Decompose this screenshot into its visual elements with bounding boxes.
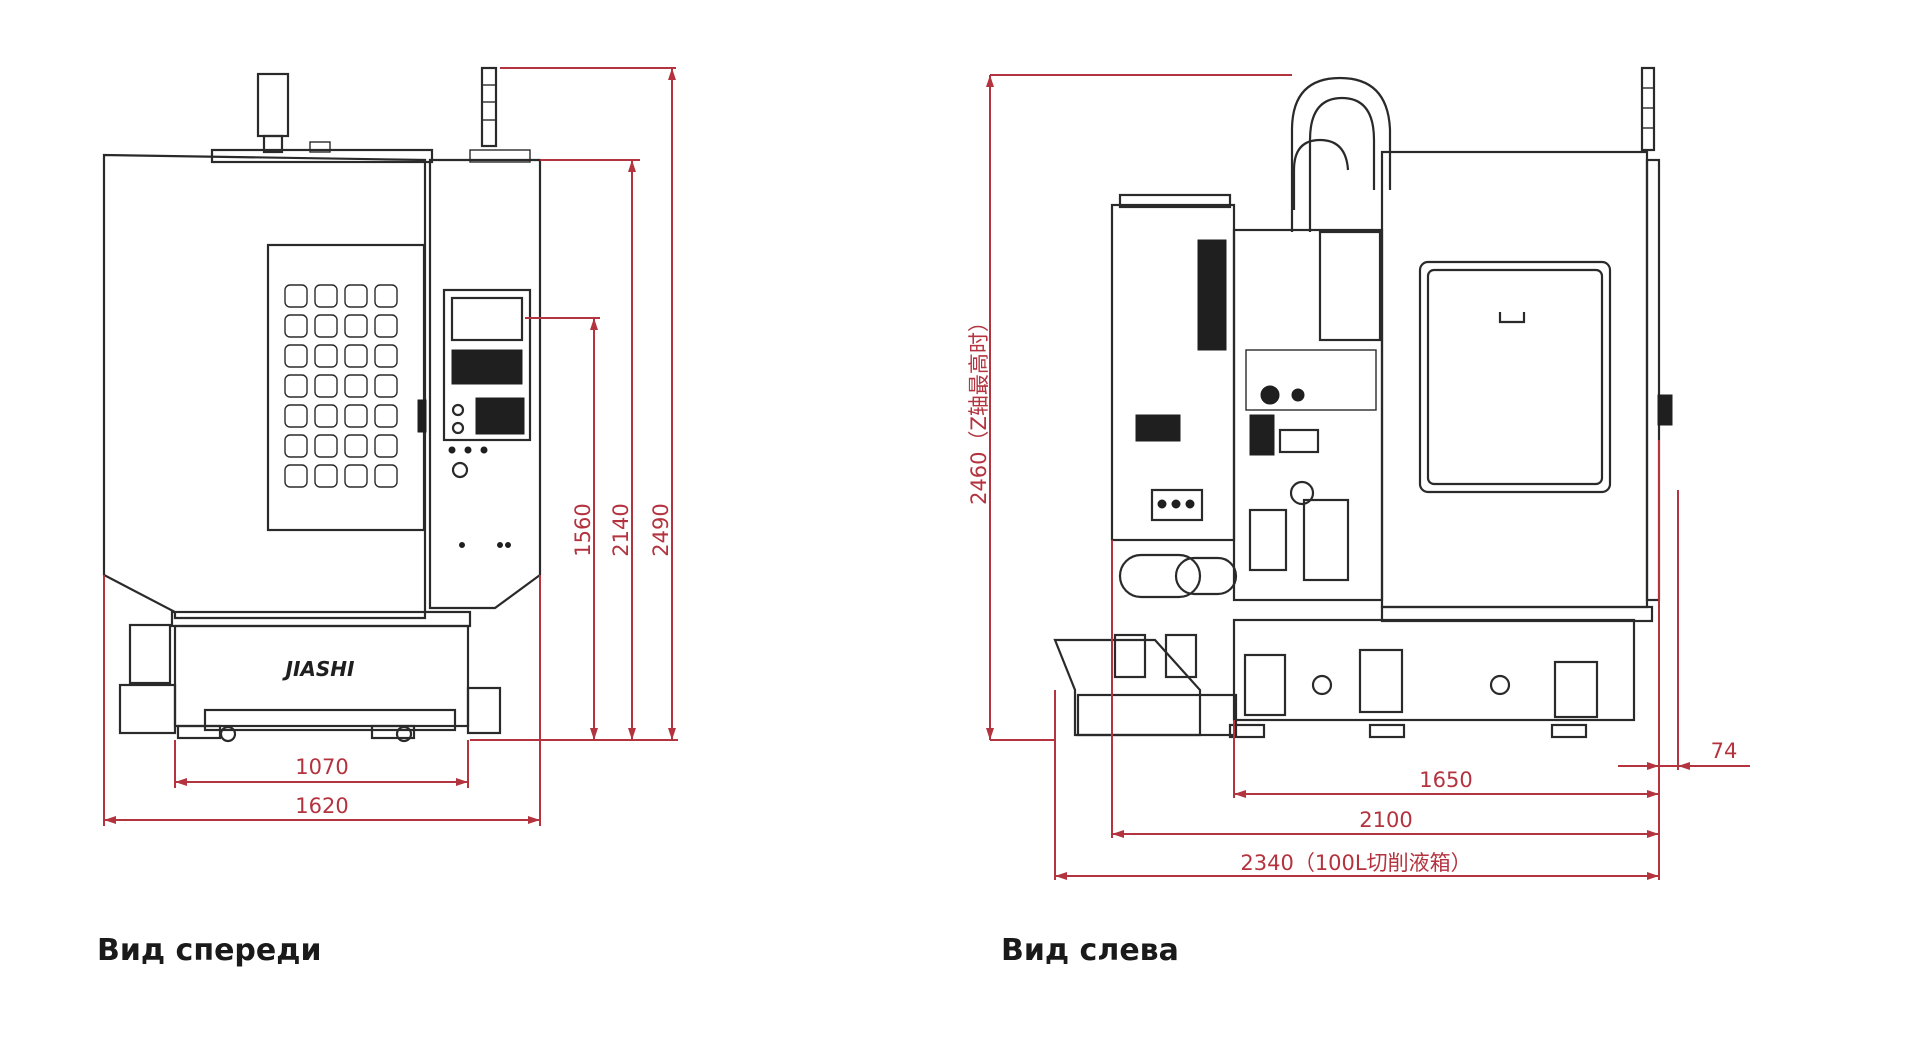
grid-cell (314, 374, 338, 398)
control-screen (450, 296, 524, 342)
door-window (1418, 260, 1612, 494)
grid-cell (284, 404, 308, 428)
grid-cell (284, 284, 308, 308)
vent-slots (1197, 239, 1227, 351)
spindle-motor (1260, 385, 1280, 405)
dim-overall-length: 2340（100L切削液箱） (1240, 851, 1471, 875)
door-window (266, 243, 426, 532)
front-dimension-lines (103, 67, 678, 826)
brand-logo: JIASHI (282, 657, 356, 681)
dim-base-width: 1070 (295, 755, 348, 779)
grid-cell (314, 314, 338, 338)
grid-cell (374, 434, 398, 458)
grid-cell (344, 464, 368, 488)
front-view-drawing: JIASHI 1070 1620 1560 2140 2490 Вид (0, 0, 900, 1040)
grid-cell (344, 374, 368, 398)
dim-cabinet-height: 2140 (609, 503, 633, 556)
dim-offset: 74 (1711, 739, 1738, 763)
machine-base (173, 624, 470, 728)
dim-overall-width: 1620 (295, 794, 348, 818)
main-enclosure (1380, 150, 1649, 609)
grid-cell (284, 314, 308, 338)
grid-cell (314, 284, 338, 308)
dim-body-length: 2100 (1359, 808, 1412, 832)
machine-base (1232, 618, 1636, 722)
dim-panel-height: 1560 (571, 503, 595, 556)
grid-cell (284, 374, 308, 398)
emergency-stop (451, 461, 469, 479)
grid-cell (284, 344, 308, 368)
grid-cell (284, 464, 308, 488)
grid-cell (344, 404, 368, 428)
coolant-tank (1053, 638, 1202, 737)
control-cabinet (428, 158, 542, 610)
window-grid (284, 284, 398, 488)
side-view-caption: Вид слева (1001, 933, 1179, 968)
door-handle (1498, 312, 1526, 324)
grid-cell (374, 284, 398, 308)
front-view-caption: Вид спереди (97, 933, 322, 968)
grid-cell (374, 344, 398, 368)
grid-cell (284, 434, 308, 458)
grid-cell (314, 434, 338, 458)
grid-cell (344, 284, 368, 308)
status-light-tower (480, 66, 498, 148)
main-enclosure (102, 153, 427, 620)
dim-base-length: 1650 (1419, 768, 1472, 792)
keypad (451, 349, 523, 385)
signal-lamp (256, 72, 290, 138)
grid-cell (344, 344, 368, 368)
grid-cell (374, 374, 398, 398)
cnc-control-panel (442, 288, 532, 442)
grid-cell (314, 404, 338, 428)
status-light-tower (1640, 66, 1656, 152)
grid-cell (314, 464, 338, 488)
dim-side-height: 2460（Z轴最高时） (967, 311, 991, 505)
front-view-svg: JIASHI 1070 1620 1560 2140 2490 (102, 66, 678, 826)
grid-cell (344, 434, 368, 458)
grid-cell (314, 344, 338, 368)
grid-cell (374, 464, 398, 488)
side-view-drawing: 2460（Z轴最高时） 74 1650 2100 2340（100L切削液箱） … (900, 0, 1906, 1040)
side-view-svg: 2460（Z轴最高时） 74 1650 2100 2340（100L切削液箱） (967, 66, 1750, 880)
dim-overall-height: 2490 (649, 503, 673, 556)
side-dimension-lines (986, 74, 1750, 880)
grid-cell (374, 314, 398, 338)
grid-cell (344, 314, 368, 338)
cable-chain (1290, 76, 1392, 232)
grid-cell (374, 404, 398, 428)
